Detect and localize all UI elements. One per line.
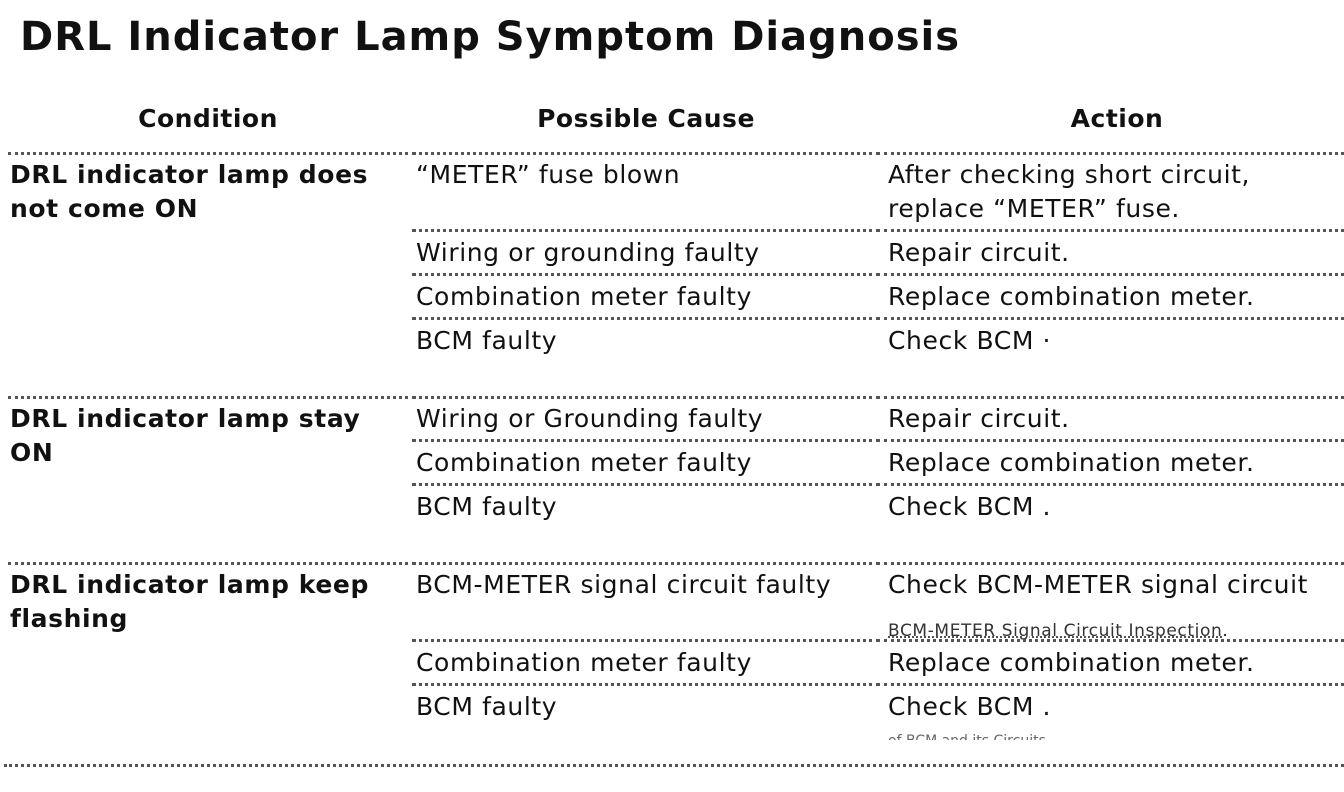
table-bottom-rule xyxy=(4,764,1344,767)
row-rule xyxy=(884,639,1344,642)
row-rule xyxy=(412,639,880,642)
action-cell: Replace combination meter. xyxy=(888,448,1255,477)
group-rule xyxy=(8,396,408,399)
group-rule xyxy=(884,562,1344,565)
action-cell: Replace combination meter. xyxy=(888,648,1255,677)
group-rule xyxy=(412,396,880,399)
action-cell: After checking short circuit, replace “M… xyxy=(888,158,1250,226)
group-rule xyxy=(884,396,1344,399)
group-rule xyxy=(412,562,880,565)
action-line: replace “METER” fuse. xyxy=(888,194,1180,223)
condition-cell: DRL indicator lamp stay ON xyxy=(10,404,361,467)
column-header-action: Action xyxy=(1070,104,1164,133)
row-rule xyxy=(884,229,1344,232)
action-line: After checking short circuit, xyxy=(888,160,1251,189)
cause-cell: Wiring or grounding faulty xyxy=(416,238,760,267)
row-rule xyxy=(412,273,880,276)
header-rule-condition xyxy=(8,152,408,155)
action-link-line: BCM-METER Signal Circuit Inspection. xyxy=(888,611,1228,648)
row-rule xyxy=(412,229,880,232)
column-header-possible-cause: Possible Cause xyxy=(537,104,755,133)
row-rule xyxy=(884,317,1344,320)
row-rule xyxy=(884,273,1344,276)
cause-cell: BCM faulty xyxy=(416,692,558,721)
page-title: DRL Indicator Lamp Symptom Diagnosis xyxy=(20,14,961,60)
action-cell: Replace combination meter. xyxy=(888,282,1255,311)
header-rule-cause xyxy=(412,152,880,155)
row-rule xyxy=(412,483,880,486)
action-cell: Check BCM . xyxy=(888,492,1052,521)
action-cell: Repair circuit. xyxy=(888,238,1070,267)
clipped-action-text: of BCM and its Circuits xyxy=(888,734,1128,740)
link-suffix: . xyxy=(1222,621,1229,641)
cause-cell: Combination meter faulty xyxy=(416,282,752,311)
row-rule xyxy=(884,483,1344,486)
cause-cell: Combination meter faulty xyxy=(416,648,752,677)
row-rule xyxy=(884,439,1344,442)
action-cell: Repair circuit. xyxy=(888,404,1070,433)
column-header-condition: Condition xyxy=(138,104,278,133)
action-cell: Check BCM-METER signal circuit xyxy=(888,570,1309,599)
bcm-meter-inspection-link[interactable]: BCM-METER Signal Circuit Inspection xyxy=(888,621,1223,641)
group-rule xyxy=(8,562,408,565)
condition-cell: DRL indicator lamp keep flashing xyxy=(10,570,369,633)
action-cell: Check BCM · xyxy=(888,326,1052,355)
cause-cell: BCM faulty xyxy=(416,326,558,355)
row-rule xyxy=(412,439,880,442)
cause-cell: BCM faulty xyxy=(416,492,558,521)
cause-cell: BCM-METER signal circuit faulty xyxy=(416,570,832,599)
action-cell: Check BCM . xyxy=(888,692,1052,721)
condition-cell: DRL indicator lamp does not come ON xyxy=(10,160,369,223)
header-rule-action xyxy=(884,152,1344,155)
cause-cell: Combination meter faulty xyxy=(416,448,752,477)
row-rule xyxy=(884,683,1344,686)
row-rule xyxy=(412,683,880,686)
row-rule xyxy=(412,317,880,320)
cause-cell: Wiring or Grounding faulty xyxy=(416,404,764,433)
cause-cell: “METER” fuse blown xyxy=(416,160,681,189)
